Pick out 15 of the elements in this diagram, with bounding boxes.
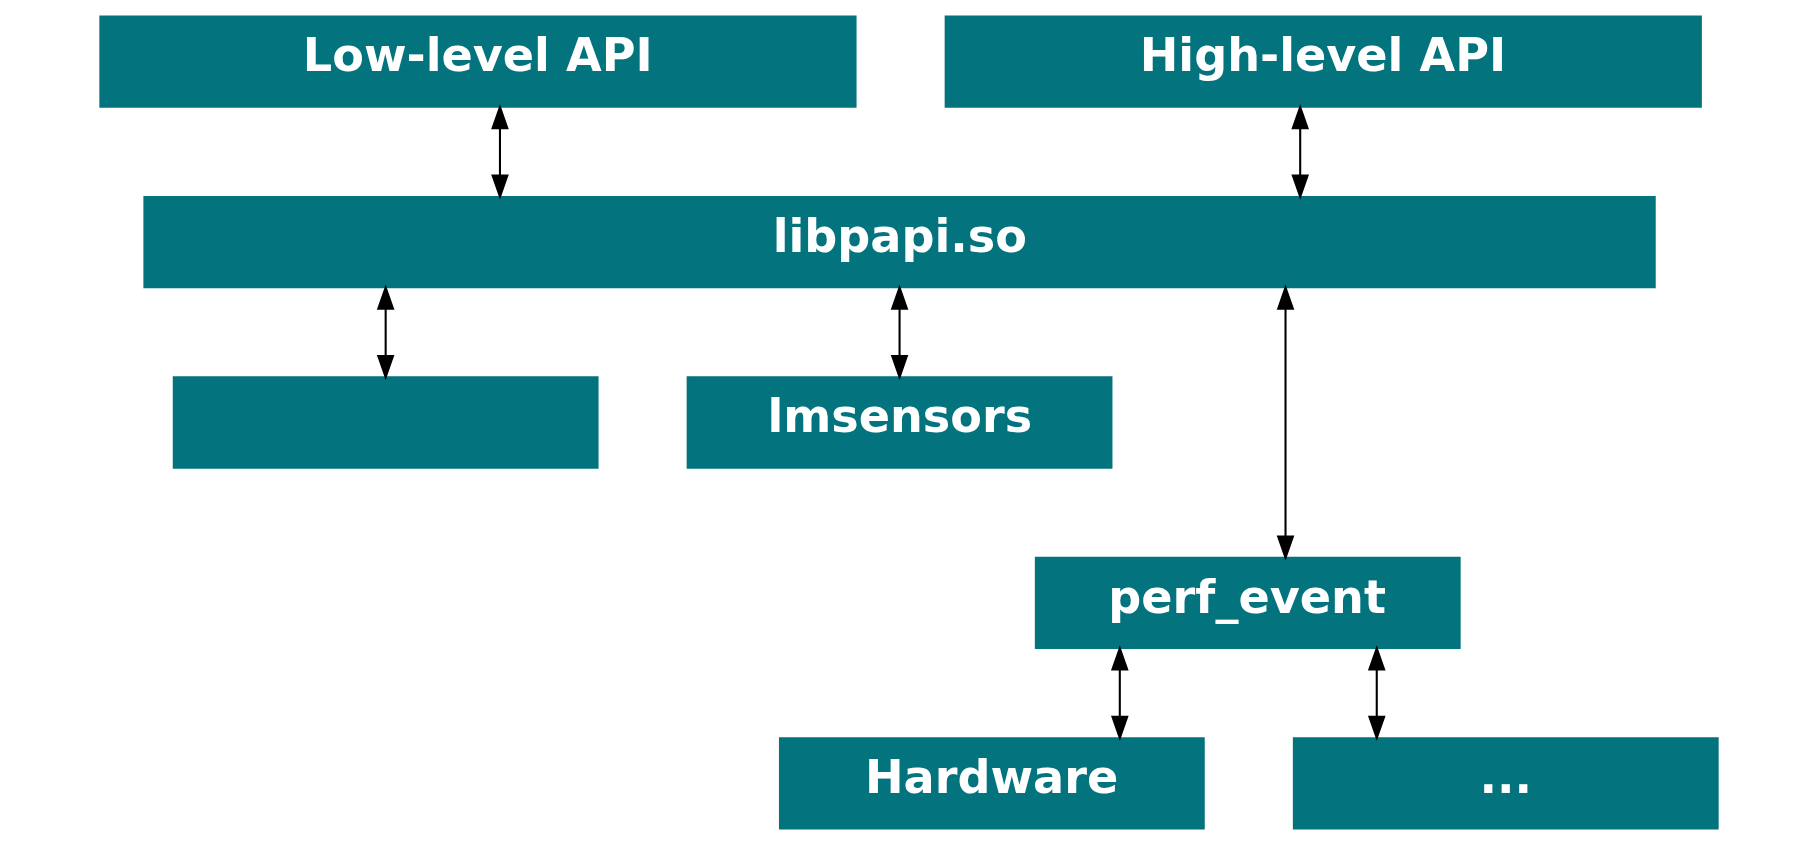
node-box: ...	[1292, 737, 1719, 830]
node-box: perf_event	[1034, 556, 1461, 650]
node-box: Low-level API	[98, 15, 857, 108]
arrow	[1290, 104, 1309, 200]
arrow	[1276, 284, 1294, 561]
arrow	[890, 284, 908, 381]
node-box: Hardware	[778, 737, 1205, 830]
node-box: libpapi.so	[142, 195, 1656, 289]
arrow	[490, 104, 509, 200]
arrow	[1110, 645, 1129, 741]
arrow	[376, 284, 394, 381]
node-box: High-level API	[944, 15, 1702, 108]
arrow	[1367, 645, 1386, 741]
node-box	[172, 376, 599, 469]
node-box: lmsensors	[686, 376, 1112, 469]
